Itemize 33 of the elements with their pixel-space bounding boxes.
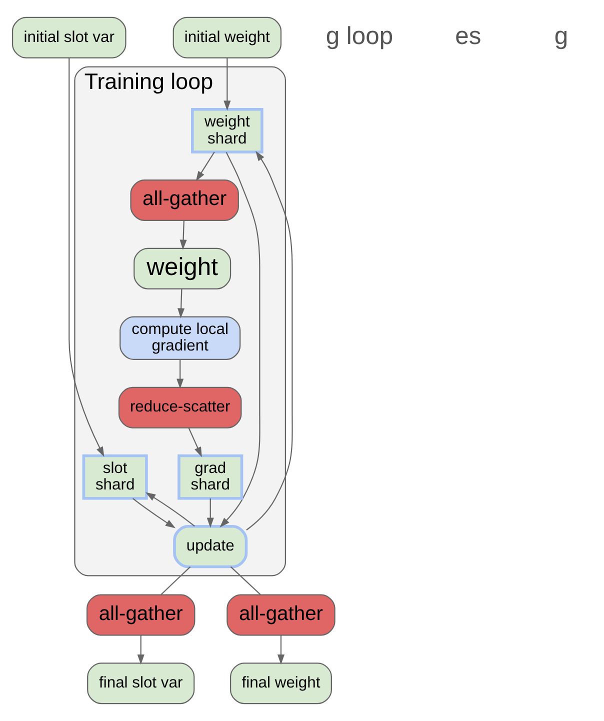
arrow xyxy=(196,152,215,182)
arrow xyxy=(206,498,214,528)
arrow xyxy=(68,58,104,457)
node-box: initial slot var xyxy=(12,16,126,58)
node-box: weight xyxy=(134,248,232,290)
node-box: weight shard xyxy=(191,108,264,154)
arrow xyxy=(178,288,185,318)
arrow xyxy=(277,635,285,665)
node-box: update xyxy=(173,525,248,568)
arrow xyxy=(188,428,202,458)
node-box: grad shard xyxy=(178,454,244,500)
node-box: compute local gradient xyxy=(120,316,241,360)
arrow xyxy=(176,359,184,389)
connector xyxy=(230,566,261,595)
arrow xyxy=(180,220,187,250)
node-box: final weight xyxy=(230,662,332,704)
node-box: initial weight xyxy=(172,16,282,58)
node-box: all-gather xyxy=(226,594,336,636)
label: g xyxy=(554,22,568,50)
arrow xyxy=(246,150,293,530)
node-box: slot shard xyxy=(82,454,148,500)
arrow xyxy=(224,58,231,111)
connector xyxy=(160,566,191,595)
arrow xyxy=(145,492,195,527)
arrow xyxy=(137,635,144,665)
label: g loop xyxy=(326,22,394,50)
node-box: all-gather xyxy=(86,594,196,636)
label: es xyxy=(455,22,482,50)
node-box: final slot var xyxy=(87,662,195,704)
node-box: reduce-scatter xyxy=(118,386,242,428)
arrow xyxy=(220,152,260,528)
arrow xyxy=(132,498,176,528)
node-box: all-gather xyxy=(130,179,239,221)
